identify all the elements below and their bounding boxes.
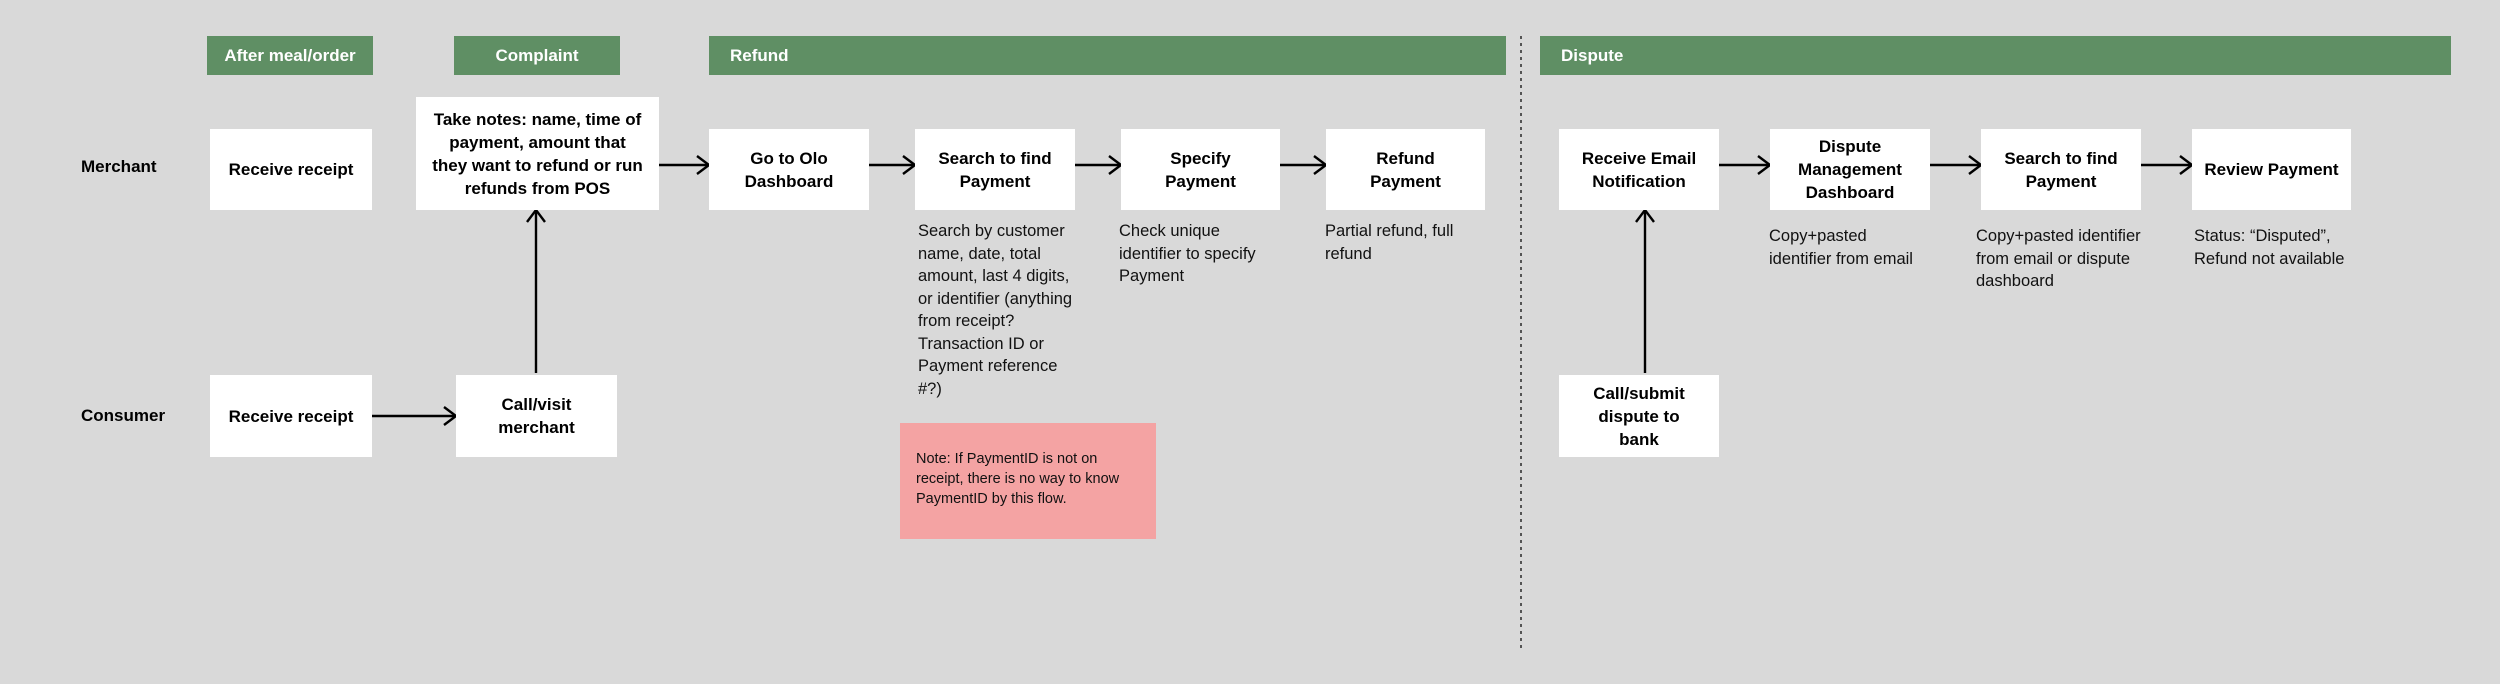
note-review: Status: “Disputed”, Refund not available [2194,227,2345,268]
phase-header-refund: Refund [709,36,1506,75]
phase-header-after-meal: After meal/order [207,36,373,75]
note-refund: Partial refund, full refund [1325,222,1454,263]
note-dispute-dashboard: Copy+pasted identifier from email [1769,227,1913,268]
note-search-2: Copy+pasted identifier from email or dis… [1976,227,2141,290]
note-search: Search by customer name, date, total amo… [918,222,1073,398]
step-refund-payment: Refund Payment [1326,129,1485,210]
step-review-payment: Review Payment [2192,129,2351,210]
callout-note: Note: If PaymentID is not on receipt, th… [900,423,1156,539]
step-consumer-receive-receipt: Receive receipt [210,375,372,457]
step-call-submit-dispute: Call/submit dispute to bank [1559,375,1719,457]
lane-label-consumer: Consumer [81,406,166,425]
step-dispute-management-dashboard: Dispute Management Dashboard [1770,129,1930,210]
step-receive-email-notification: Receive Email Notification [1559,129,1719,210]
step-go-to-olo-dashboard: Go to Olo Dashboard [709,129,869,210]
phase-header-dispute: Dispute [1540,36,2451,75]
note-specify: Check unique identifier to specify Payme… [1119,222,1256,285]
step-take-notes: Take notes: name, time of payment, amoun… [416,97,659,210]
step-search-to-find-payment-2: Search to find Payment [1981,129,2141,210]
step-specify-payment: Specify Payment [1121,129,1280,210]
phase-header-complaint: Complaint [454,36,620,75]
step-merchant-receive-receipt: Receive receipt [210,129,372,210]
step-call-visit-merchant: Call/visit merchant [456,375,617,457]
step-search-to-find-payment: Search to find Payment [915,129,1075,210]
lane-label-merchant: Merchant [81,157,157,176]
